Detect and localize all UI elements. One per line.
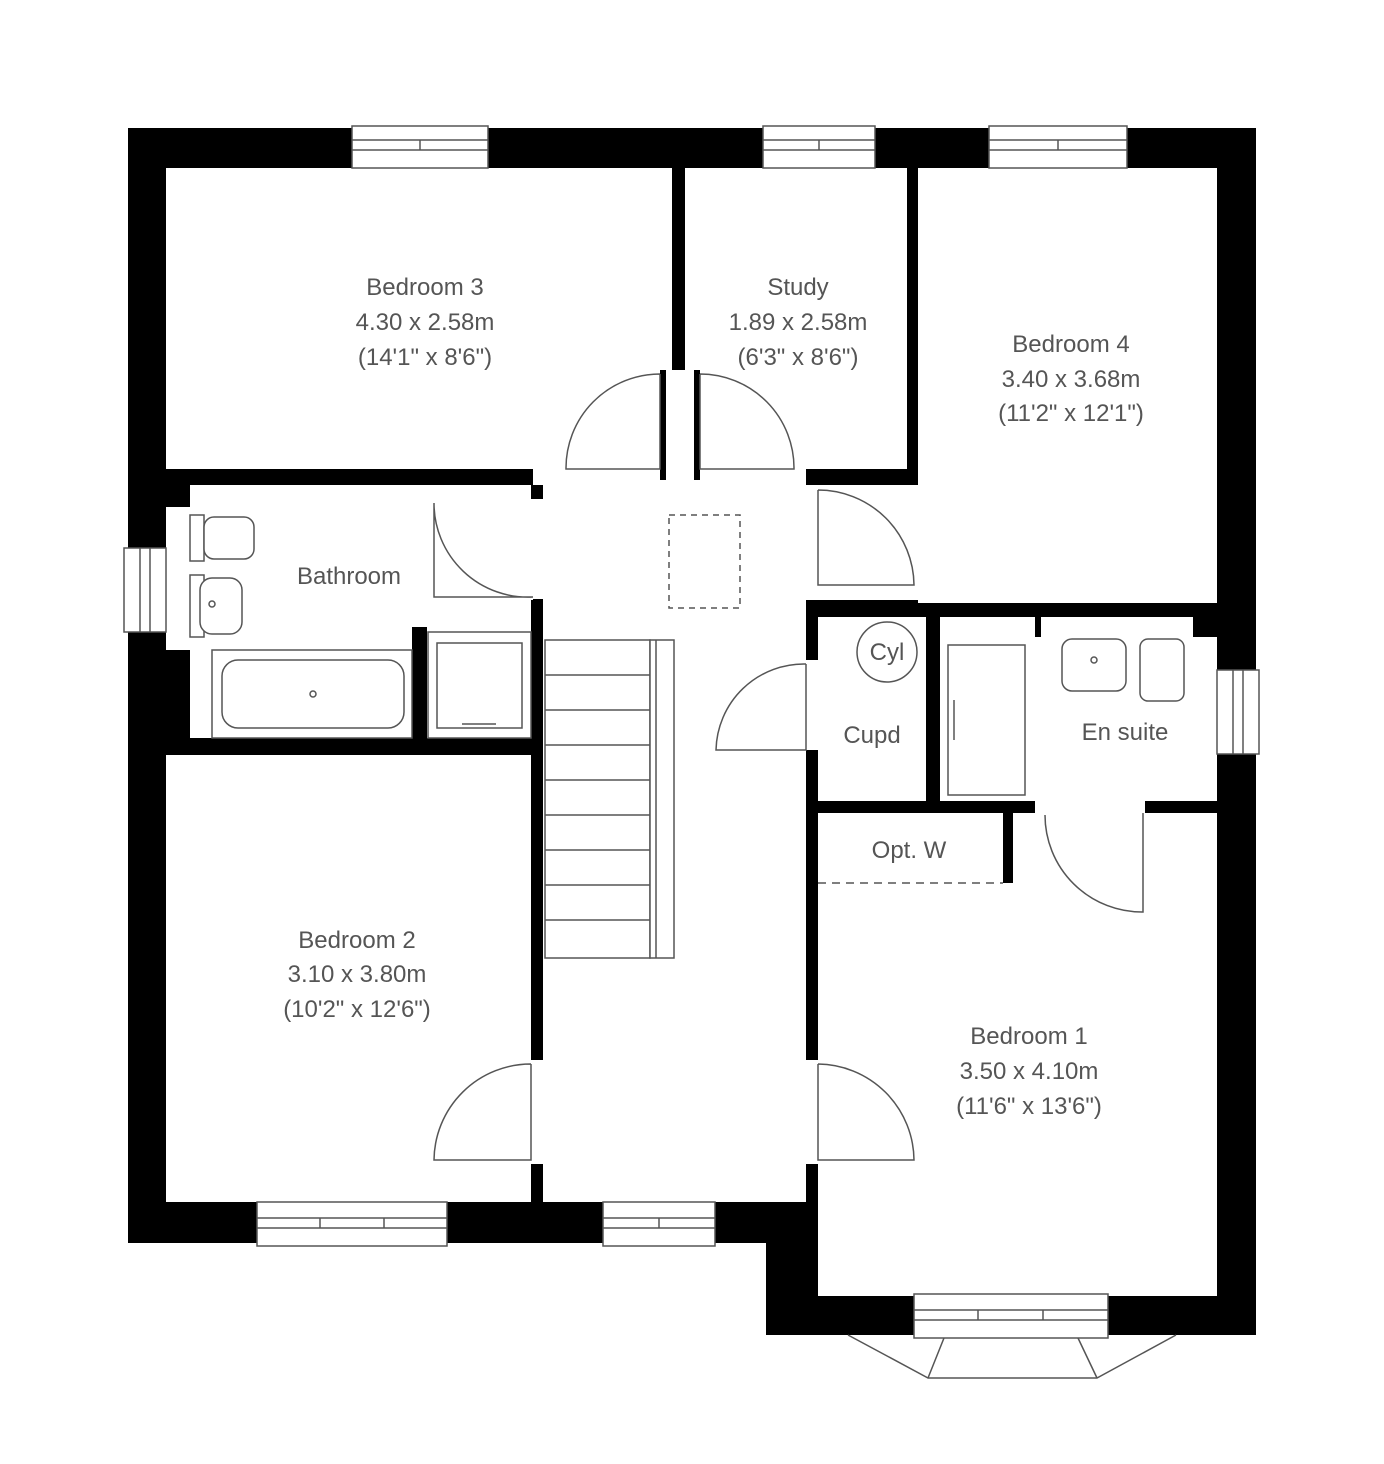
bedroom4-metric: 3.40 x 3.68m <box>1002 366 1141 393</box>
door-cupboard <box>715 663 807 751</box>
bedroom4-name: Bedroom 4 <box>1012 331 1129 358</box>
window-bedroom1-bay <box>847 1293 1177 1379</box>
window-bathroom <box>123 547 167 633</box>
doors <box>433 373 1144 1161</box>
window-bedroom4 <box>988 125 1128 169</box>
study-name: Study <box>767 274 828 301</box>
door-bedroom4 <box>817 489 915 586</box>
basin-icon <box>189 574 243 638</box>
study-metric: 1.89 x 2.58m <box>729 309 868 336</box>
ensuite-fixtures <box>947 638 1185 796</box>
bedroom2-name: Bedroom 2 <box>298 927 415 954</box>
ensuite-shower-icon <box>947 644 1026 796</box>
bedroom1-name: Bedroom 1 <box>970 1023 1087 1050</box>
bathroom-name: Bathroom <box>297 563 401 590</box>
door-ensuite <box>1044 813 1144 913</box>
bedroom2-imperial: (10'2" x 12'6") <box>283 996 431 1023</box>
door-bathroom <box>433 502 534 598</box>
bedroom1-metric: 3.50 x 4.10m <box>960 1058 1099 1085</box>
door-bedroom1 <box>817 1063 915 1161</box>
staircase <box>544 639 675 959</box>
door-bedroom3 <box>565 373 661 470</box>
door-bedroom2 <box>433 1063 532 1161</box>
bathroom-fixtures <box>189 514 532 739</box>
toilet-icon <box>189 514 255 562</box>
window-ensuite <box>1216 669 1260 755</box>
door-study <box>699 373 795 470</box>
loft-hatch <box>668 514 741 609</box>
cylinder-icon <box>856 621 918 683</box>
bedroom3-metric: 4.30 x 2.58m <box>356 309 495 336</box>
bath-icon <box>211 649 413 739</box>
ensuite-basin-icon <box>1061 638 1127 692</box>
bedroom3-name: Bedroom 3 <box>366 274 483 301</box>
wardrobe-name: Opt. W <box>872 837 947 864</box>
window-bedroom2 <box>256 1201 448 1247</box>
shower-icon <box>427 631 532 739</box>
bedroom3-imperial: (14'1" x 8'6") <box>358 344 492 371</box>
bedroom4-imperial: (11'2" x 12'1") <box>998 400 1144 427</box>
cupboard-name: Cupd <box>843 722 900 749</box>
internal-walls <box>166 168 1217 1202</box>
window-bedroom3 <box>351 125 489 169</box>
room-labels: Bedroom 3 4.30 x 2.58m (14'1" x 8'6") St… <box>283 274 1168 1120</box>
cylinder-name: Cyl <box>870 639 905 666</box>
windows <box>123 125 1260 1379</box>
bedroom2-metric: 3.10 x 3.80m <box>288 961 427 988</box>
ensuite-name: En suite <box>1082 719 1169 746</box>
study-imperial: (6'3" x 8'6") <box>738 344 859 371</box>
window-study <box>762 125 876 169</box>
bedroom1-imperial: (11'6" x 13'6") <box>956 1093 1102 1120</box>
window-landing <box>602 1201 716 1247</box>
ensuite-toilet-icon <box>1139 638 1185 702</box>
